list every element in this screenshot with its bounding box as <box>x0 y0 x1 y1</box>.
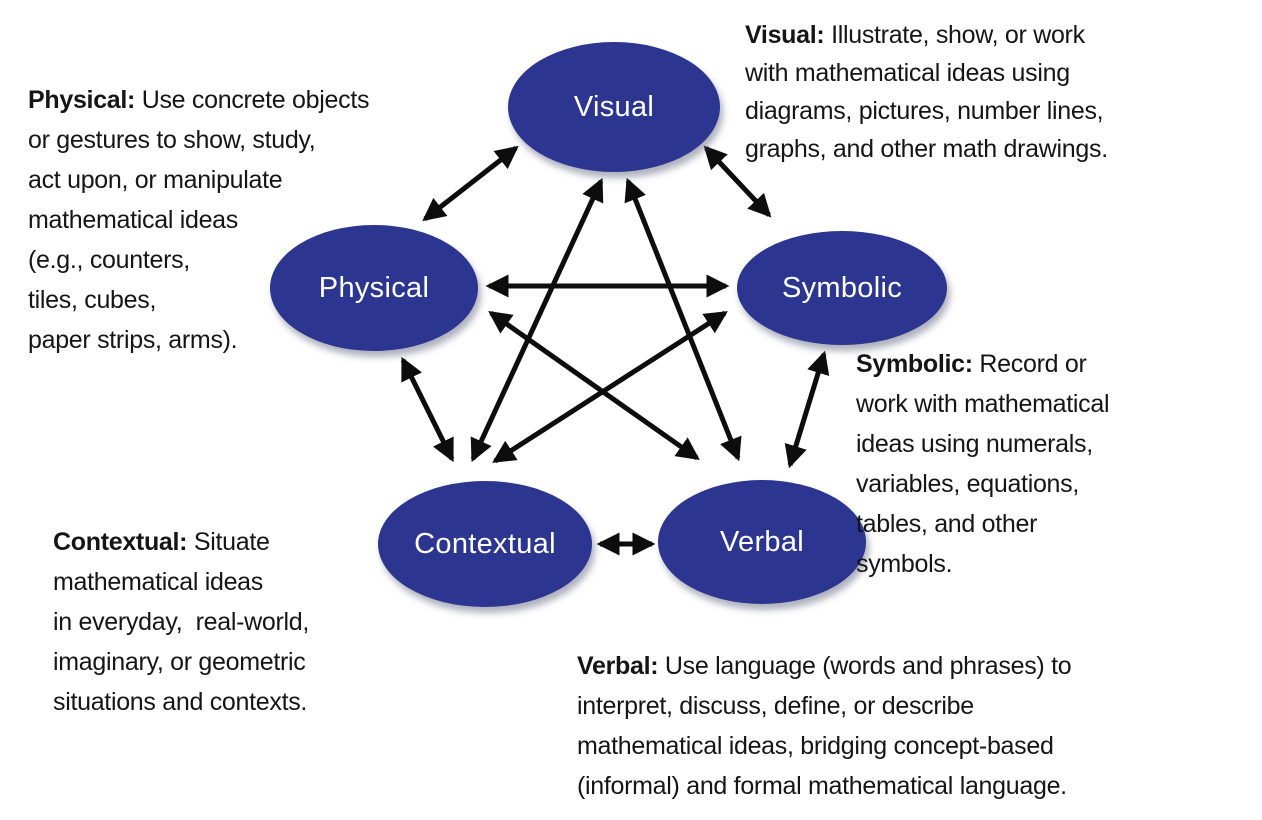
edge-symbolic-verbal <box>784 350 830 469</box>
contextual-term: Contextual: <box>53 528 188 556</box>
physical-text: Use concrete objects or gestures to show… <box>28 86 370 354</box>
node-verbal: Verbal <box>658 480 866 604</box>
node-symbolic: Symbolic <box>737 231 947 345</box>
verbal-description: Verbal: Use language (words and phrases)… <box>577 646 1072 806</box>
edge-visual-contextual <box>470 177 604 463</box>
physical-description: Physical: Use concrete objects or gestur… <box>28 80 369 360</box>
edge-verbal-physical <box>488 310 700 461</box>
node-visual-label: Visual <box>573 90 655 123</box>
visual-text: Illustrate, show, or work with mathemati… <box>745 21 1108 163</box>
edge-physical-contextual <box>400 356 455 463</box>
node-contextual-label: Contextual <box>414 527 556 560</box>
edge-visual-physical <box>422 145 519 222</box>
edge-visual-verbal <box>624 177 742 462</box>
node-verbal-label: Verbal <box>719 525 805 558</box>
node-symbolic-label: Symbolic <box>781 271 903 304</box>
contextual-description: Contextual: Situate mathematical ideas i… <box>53 522 309 722</box>
symbolic-description: Symbolic: Record or work with mathematic… <box>856 344 1110 584</box>
node-physical: Physical <box>270 225 478 351</box>
node-contextual: Contextual <box>378 481 592 607</box>
symbolic-term: Symbolic: <box>856 350 973 378</box>
visual-description: Visual: Illustrate, show, or work with m… <box>745 16 1108 168</box>
verbal-term: Verbal: <box>577 652 659 680</box>
node-physical-label: Physical <box>318 271 430 304</box>
verbal-text: Use language (words and phrases) to inte… <box>577 652 1072 800</box>
physical-term: Physical: <box>28 86 136 114</box>
symbolic-text: Record or work with mathematical ideas u… <box>856 350 1110 578</box>
visual-term: Visual: <box>745 21 825 49</box>
contextual-text: Situate mathematical ideas in everyday, … <box>53 528 310 716</box>
node-visual: Visual <box>508 42 720 172</box>
